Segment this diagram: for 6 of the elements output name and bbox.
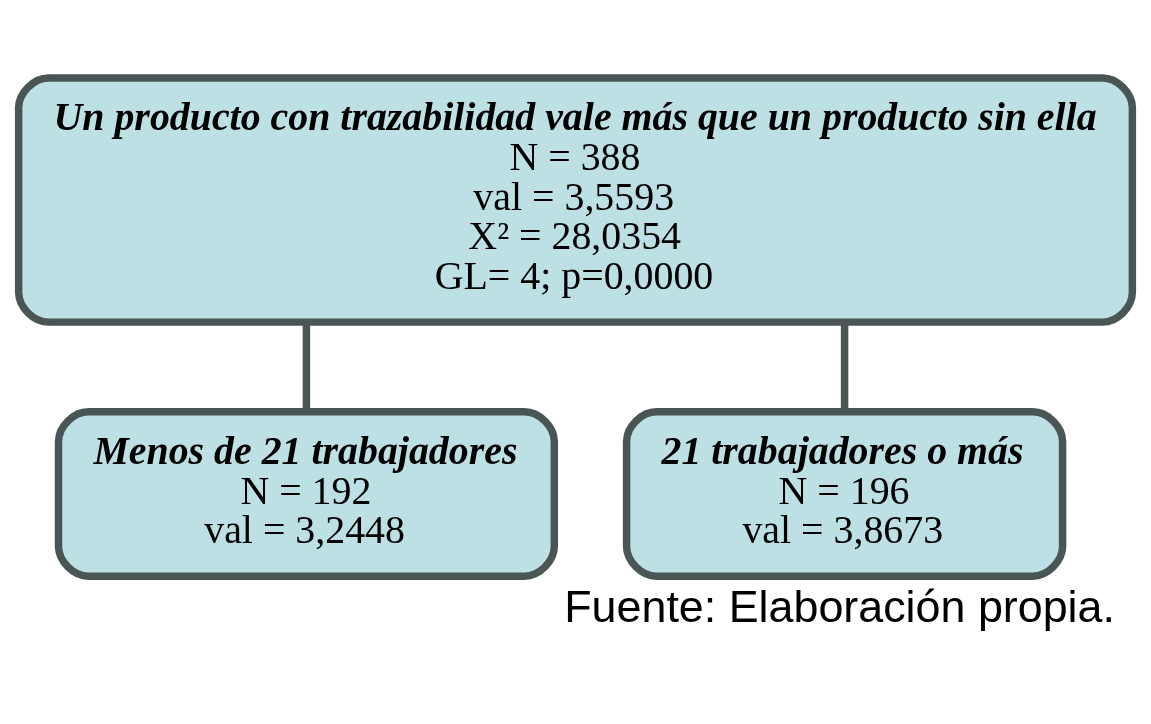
connector — [302, 322, 311, 412]
node-box: Menos de 21 trabajadores N = 192 val = 3,2448 — [54, 408, 559, 580]
node-box: 21 trabajadores o más N = 196 val = 3,8673 — [622, 408, 1067, 580]
caption: Fuente: Elaboración propia. — [564, 581, 1115, 633]
node-box: Un producto con trazabilidad vale más que un producto sin ella N = 388 val = 3,5593 X² = 28,0354 GL= 4; p=0,0000 — [14, 74, 1137, 326]
connector — [840, 322, 849, 412]
